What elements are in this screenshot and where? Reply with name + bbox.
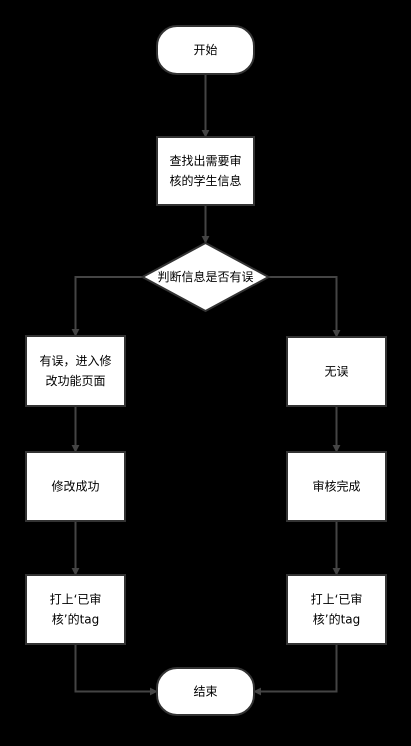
terminal-shape [156,667,255,716]
process-shape [25,451,126,522]
connectors [71,74,341,696]
arrow-decision-to-no_error [268,276,341,338]
arrow-tag_left-to-end [74,644,158,696]
process-shape [286,451,387,522]
terminal-shape [156,25,255,75]
node-label-line: 修改成功 [51,479,99,494]
process-shape [25,574,126,645]
node-label-line: 查找出需要审 [169,153,241,168]
node-label-line: 改功能页面 [45,374,105,388]
node-label-line: 核’的tag [52,612,100,627]
node-decision: 判断信息是否有误 [140,241,271,313]
node-audit-done: 审核完成 [286,451,387,522]
decision-shape [140,241,271,313]
process-shape [25,335,126,407]
node-label-line: 无误 [324,365,348,379]
node-label-line: 打上‘已审 [50,592,102,607]
node-label-line: 打上‘已审 [311,592,363,607]
node-start: 开始 [156,25,255,75]
node-end: 结束 [156,667,255,716]
node-label-line: 有误，进入修 [39,353,111,368]
node-tag-right: 打上‘已审核’的tag [286,574,387,645]
node-label-line: 核’的tag [313,612,361,627]
process-shape [286,574,387,645]
node-tag-left: 打上‘已审核’的tag [25,574,126,645]
flow-nodes: 开始查找出需要审核的学生信息判断信息是否有误有误，进入修改功能页面无误修改成功审… [25,25,387,716]
node-label-line: 开始 [193,43,217,57]
node-label-line: 审核完成 [312,479,360,494]
node-label-line: 判断信息是否有误 [157,269,253,284]
node-modify-success: 修改成功 [25,451,126,522]
arrow-decision-to-error [71,276,143,337]
node-no-error: 无误 [286,336,387,407]
process-shape [156,136,255,206]
arrow-tag_right-to-end [253,644,338,696]
node-label-line: 结束 [193,685,217,699]
process-shape [286,336,387,407]
node-label-line: 核的学生信息 [169,173,241,188]
